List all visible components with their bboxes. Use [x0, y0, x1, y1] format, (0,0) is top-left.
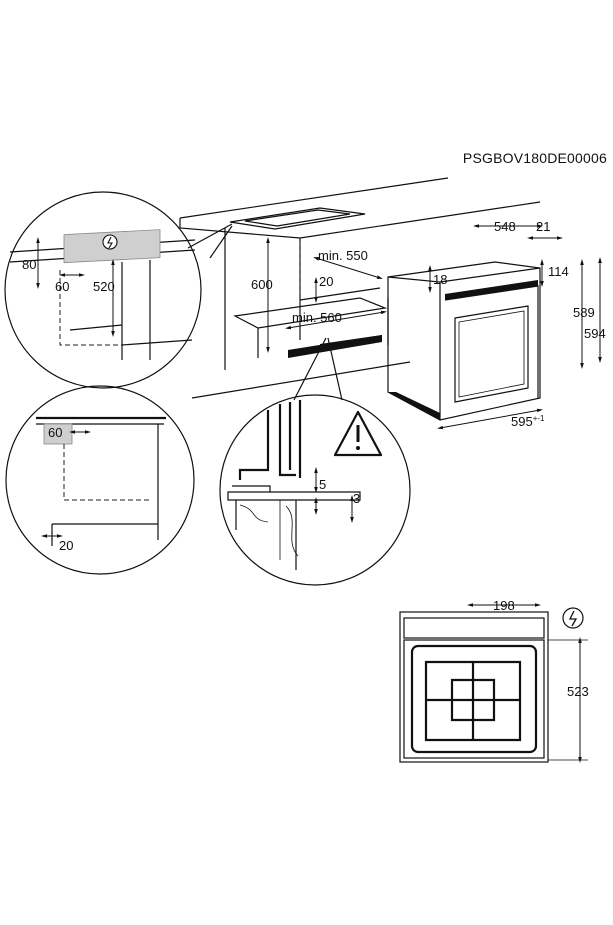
dimension-594: 594 — [584, 326, 606, 341]
power-connection-icon — [102, 234, 118, 250]
oven-top-view — [399, 603, 588, 763]
dimension-20-side: 20 — [59, 538, 73, 553]
dimension-min-550: min. 550 — [318, 248, 368, 263]
dimension-18: 18 — [433, 272, 447, 287]
dimension-5: 5 — [319, 477, 326, 492]
dimension-595: 595+-1 — [511, 414, 545, 429]
dimension-198: 198 — [493, 598, 515, 613]
dimension-3: 3 — [353, 491, 360, 506]
dimension-523: 523 — [567, 684, 589, 699]
dimension-80: 80 — [22, 257, 36, 272]
document-code: PSGBOV180DE00006 — [462, 150, 607, 166]
dimension-20-niche: 20 — [319, 274, 333, 289]
middle-left-detail — [5, 385, 195, 575]
dimension-60-top: 60 — [55, 279, 69, 294]
top-left-detail — [4, 191, 233, 389]
warning-triangle-icon — [333, 410, 383, 457]
dimension-21: 21 — [536, 219, 550, 234]
oven-front-view — [387, 224, 602, 430]
dimension-60-side: 60 — [48, 425, 62, 440]
dimension-600: 600 — [251, 277, 273, 292]
middle-right-detail — [219, 337, 411, 586]
dimension-114: 114 — [548, 264, 569, 279]
dimension-589: 589 — [573, 305, 595, 320]
dimension-min-560: min. 560 — [292, 310, 342, 325]
dimension-520: 520 — [93, 279, 115, 294]
power-connection-icon — [562, 607, 584, 629]
dimension-548: 548 — [494, 219, 516, 234]
